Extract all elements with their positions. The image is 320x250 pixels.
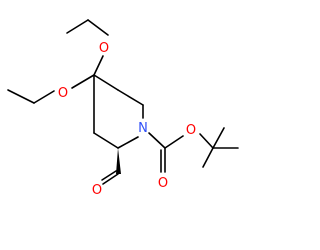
bond-o-tbu [199,133,214,149]
oxygen-label-ester: O [186,123,196,138]
oxygen-label-carbonyl: O [158,176,168,191]
bond-ch2-o-top [87,19,109,36]
bond-ch2-o-left [33,90,55,104]
bond-tbu-methyl-up [212,127,225,149]
structure-canvas: O O N O O O [7,19,239,198]
piperidine-ring [93,74,144,149]
ethoxy-left [7,74,95,104]
aldehyde-group [101,148,121,185]
bond-o-c4-left [71,74,95,89]
bond-n-c2 [117,136,139,149]
bond-cho-double [101,170,117,181]
boc-group [148,127,239,173]
oxygen-label-aldehyde: O [92,183,102,198]
oxygen-label-ether-left: O [58,86,68,101]
oxygen-label-ether-top: O [99,41,109,56]
bond-ch3-ch2-top [66,19,89,34]
bond-c5-c6 [117,89,144,106]
bond-c2-c3 [93,132,119,149]
molecule-diagram: O O N O O O [7,19,239,198]
nitrogen-label-ring: N [138,121,148,136]
ethoxy-top [66,19,109,76]
bond-n-carbonyl [148,132,166,149]
stereo-wedge-bond [116,148,121,174]
bond-ch3-ch2-left [7,89,35,104]
bond-cho-c-o [102,173,119,185]
bond-o-c4-top [93,55,104,76]
bond-tbu-methyl-down [202,147,214,168]
bond-c4-c5 [93,74,119,91]
bond-carbonyl-o-ester [164,135,184,149]
